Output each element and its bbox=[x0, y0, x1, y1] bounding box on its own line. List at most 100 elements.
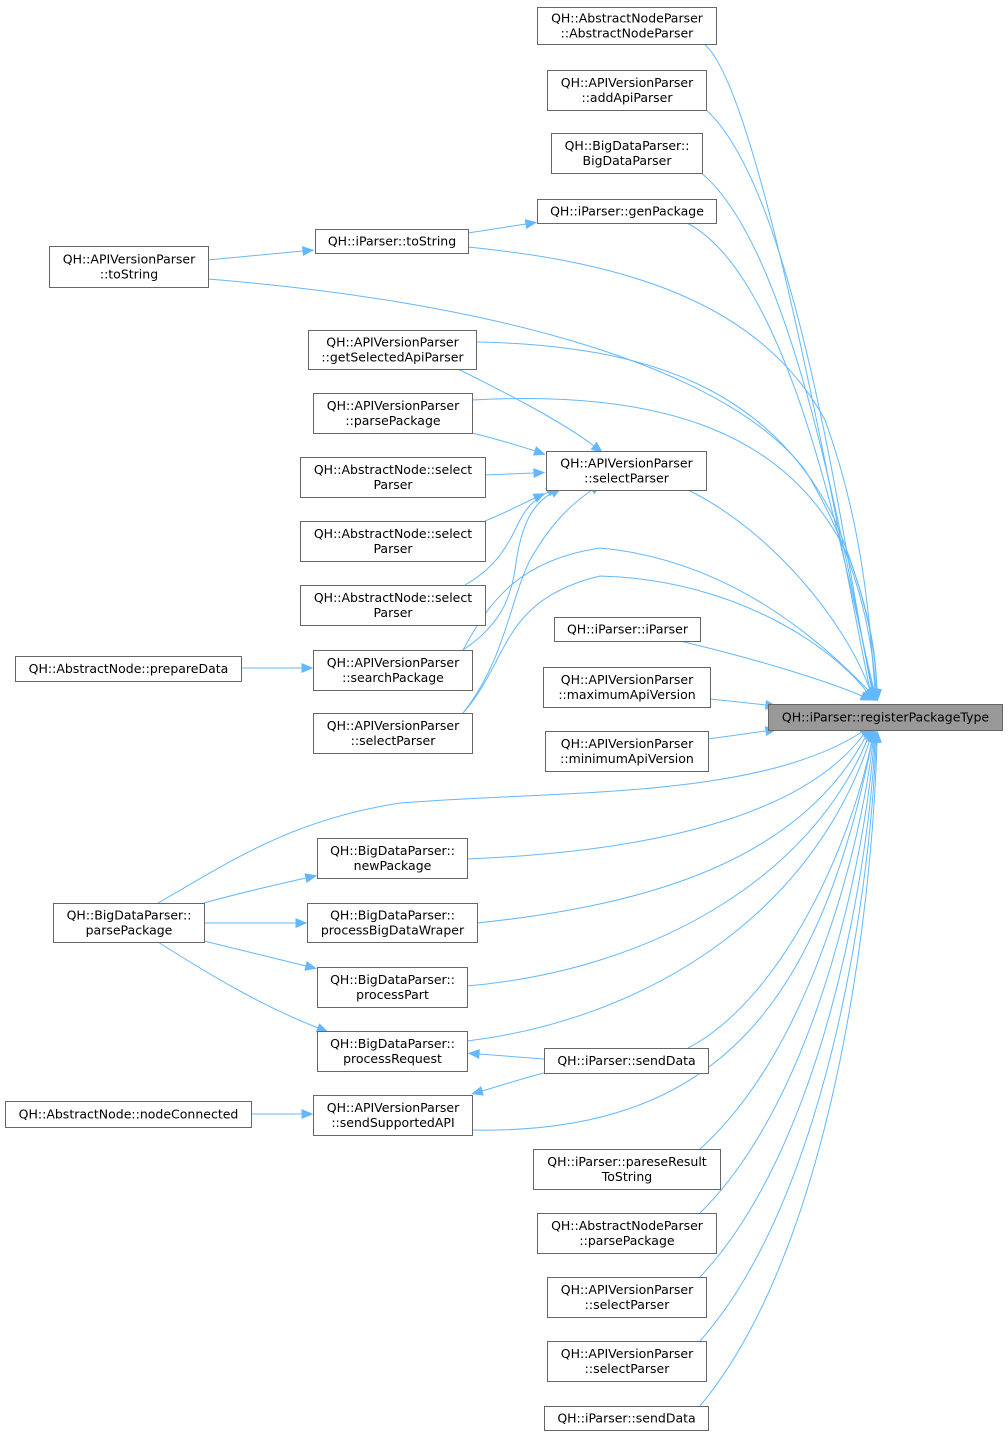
graph-node-n15[interactable]: QH::APIVersionParser::selectParser bbox=[313, 713, 473, 754]
node-box bbox=[315, 229, 469, 254]
node-label: QH::iParser::pareseResult bbox=[547, 1154, 707, 1169]
graph-node-n30[interactable]: QH::APIVersionParser::selectParser bbox=[547, 1341, 707, 1382]
edge-n10-to-n9 bbox=[484, 468, 546, 478]
edge-line bbox=[471, 741, 873, 1131]
graph-node-n13[interactable]: QH::APIVersionParser::searchPackage bbox=[313, 650, 473, 691]
edge-line bbox=[466, 733, 865, 860]
graph-node-n22[interactable]: QH::BigDataParser::processPart bbox=[317, 967, 468, 1008]
node-box bbox=[49, 246, 209, 288]
arrowhead-icon bbox=[304, 873, 318, 883]
graph-node-n8[interactable]: QH::APIVersionParser::parsePackage bbox=[313, 393, 473, 434]
edge-n24-to-n25 bbox=[471, 1072, 545, 1096]
graph-node-n21[interactable]: QH::BigDataParser::processBigDataWraper bbox=[307, 903, 478, 943]
edge-n2-to-root bbox=[703, 107, 877, 702]
node-box bbox=[544, 1048, 709, 1074]
edge-line bbox=[699, 171, 874, 691]
node-label: ::parsePackage bbox=[345, 413, 440, 428]
node-label: ::selectParser bbox=[351, 733, 437, 748]
graph-node-n17[interactable]: QH::APIVersionParser::maximumApiVersion bbox=[543, 667, 711, 708]
node-label: QH::iParser::iParser bbox=[567, 622, 689, 637]
graph-node-n2[interactable]: QH::APIVersionParser::addApiParser bbox=[547, 70, 707, 111]
graph-node-n5[interactable]: QH::iParser::toString bbox=[315, 229, 469, 254]
edge-line bbox=[707, 730, 767, 740]
graph-node-n24[interactable]: QH::iParser::sendData bbox=[544, 1048, 709, 1074]
node-box bbox=[313, 650, 473, 691]
graph-node-n25[interactable]: QH::APIVersionParser::sendSupportedAPI bbox=[313, 1095, 473, 1136]
graph-node-n26[interactable]: QH::AbstractNode::nodeConnected bbox=[5, 1101, 252, 1128]
edge-line bbox=[462, 575, 868, 714]
edge-n7-to-n9 bbox=[457, 368, 603, 453]
arrowhead-icon bbox=[524, 219, 538, 230]
node-label: Parser bbox=[373, 605, 413, 620]
edge-line bbox=[207, 278, 877, 691]
node-box bbox=[300, 457, 486, 498]
node-box bbox=[551, 133, 703, 174]
node-box bbox=[307, 903, 478, 943]
edge-n23-to-root bbox=[466, 729, 875, 1042]
node-label: QH::AbstractNodeParser bbox=[551, 1218, 704, 1233]
node-box bbox=[768, 704, 1003, 731]
node-box bbox=[317, 967, 468, 1008]
graph-node-n11[interactable]: QH::AbstractNode::selectParser bbox=[300, 521, 486, 562]
edge-line bbox=[466, 739, 871, 1042]
edge-line bbox=[462, 489, 593, 714]
root-node[interactable]: QH::iParser::registerPackageType bbox=[768, 704, 1003, 731]
edge-line bbox=[471, 432, 536, 452]
edge-line bbox=[687, 489, 871, 691]
graph-node-n1[interactable]: QH::AbstractNodeParser::AbstractNodePars… bbox=[537, 7, 717, 45]
node-label: QH::APIVersionParser bbox=[560, 456, 693, 471]
node-label: processRequest bbox=[343, 1051, 442, 1066]
graph-node-n28[interactable]: QH::AbstractNodeParser::parsePackage bbox=[537, 1213, 717, 1254]
arrowhead-icon bbox=[532, 446, 546, 456]
arrowhead-icon bbox=[302, 246, 315, 256]
node-label: QH::APIVersionParser bbox=[327, 1100, 460, 1115]
edge-line bbox=[462, 492, 553, 651]
node-box bbox=[300, 521, 486, 562]
edge-n16-to-root bbox=[679, 640, 873, 701]
graph-node-n19[interactable]: QH::BigDataParser::newPackage bbox=[317, 838, 468, 879]
edge-line bbox=[699, 741, 874, 1150]
node-label: QH::AbstractNode::select bbox=[314, 590, 472, 605]
node-label: QH::AbstractNode::select bbox=[314, 526, 472, 541]
graph-node-n16[interactable]: QH::iParser::iParser bbox=[554, 617, 701, 642]
graph-node-n31[interactable]: QH::iParser::sendData bbox=[544, 1406, 709, 1431]
edge-line bbox=[457, 368, 595, 447]
graph-node-n29[interactable]: QH::APIVersionParser::selectParser bbox=[547, 1277, 707, 1318]
node-label: ::selectParser bbox=[585, 1297, 671, 1312]
edge-line bbox=[157, 941, 319, 1029]
node-box bbox=[317, 838, 468, 879]
node-label: ::searchPackage bbox=[342, 670, 444, 685]
edge-line bbox=[481, 1072, 545, 1092]
graph-node-n3[interactable]: QH::BigDataParser::BigDataParser bbox=[551, 133, 703, 174]
graph-node-n9[interactable]: QH::APIVersionParser::selectParser bbox=[546, 451, 707, 491]
node-label: processPart bbox=[356, 987, 429, 1002]
graph-node-n7[interactable]: QH::APIVersionParser::getSelectedApiPars… bbox=[308, 330, 477, 370]
graph-node-n23[interactable]: QH::BigDataParser::processRequest bbox=[317, 1031, 468, 1072]
node-label: ::selectParser bbox=[584, 471, 670, 486]
arrowhead-icon bbox=[533, 468, 546, 478]
node-box bbox=[317, 1031, 468, 1072]
graph-node-n12[interactable]: QH::AbstractNode::selectParser bbox=[300, 585, 486, 626]
node-box bbox=[300, 585, 486, 626]
graph-node-n18[interactable]: QH::APIVersionParser::minimumApiVersion bbox=[545, 731, 709, 772]
graph-node-n10[interactable]: QH::AbstractNode::selectParser bbox=[300, 457, 486, 498]
edge-line bbox=[467, 223, 527, 234]
graph-node-n4[interactable]: QH::iParser::genPackage bbox=[537, 199, 717, 224]
graph-node-n20[interactable]: QH::BigDataParser::parsePackage bbox=[53, 903, 205, 943]
node-label: QH::BigDataParser:: bbox=[330, 843, 455, 858]
edge-line bbox=[699, 741, 878, 1407]
edge-line bbox=[484, 497, 536, 522]
edge-n5-to-n4 bbox=[467, 219, 538, 234]
edge-n20-to-root bbox=[157, 723, 875, 904]
arrowhead-icon bbox=[301, 663, 314, 673]
graph-node-n6[interactable]: QH::APIVersionParser::toString bbox=[49, 246, 209, 288]
graph-node-n14[interactable]: QH::AbstractNode::prepareData bbox=[15, 656, 242, 682]
arrowhead-icon bbox=[872, 689, 882, 702]
edge-n20-to-n21 bbox=[204, 918, 308, 928]
arrowhead-icon bbox=[590, 441, 603, 453]
edge-n24-to-n23 bbox=[467, 1049, 545, 1060]
edge-line bbox=[207, 250, 304, 261]
node-label: QH::BigDataParser:: bbox=[330, 1036, 455, 1051]
